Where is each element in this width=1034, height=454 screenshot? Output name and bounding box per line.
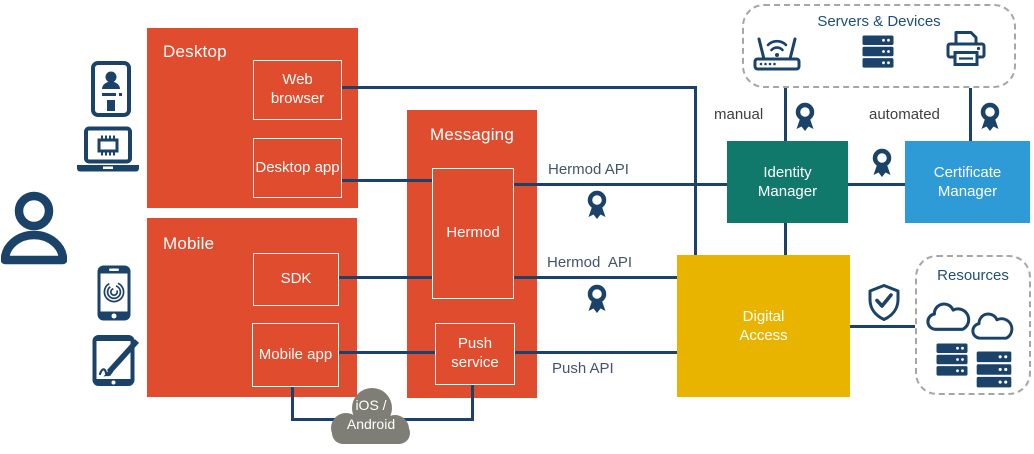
connector-desktopapp-hermod [340, 179, 433, 182]
identity-manager-box: Identity Manager [727, 141, 848, 223]
certificate-manager-box: Certificate Manager [905, 141, 1030, 223]
connector-pushservice-down [471, 383, 474, 421]
id-card-icon [91, 61, 131, 117]
connector-pushservice-digitalaccess [513, 351, 677, 354]
shield-check-icon [866, 283, 902, 323]
connector-mobileapp-pushservice [337, 351, 436, 354]
web-browser-box: Web browser [253, 60, 342, 120]
desktop-group-title: Desktop [163, 42, 227, 61]
connector-mobileapp-down [291, 385, 294, 421]
connector-hermod-digitalaccess [512, 276, 677, 279]
certificate-badge-icon [586, 190, 608, 220]
connector-hermod-identitymanager [512, 183, 727, 186]
push-service-box: Push service [435, 323, 515, 385]
hermod-api-top-label: Hermod API [548, 161, 629, 178]
mobile-app-label: Mobile app [258, 345, 333, 363]
servers-devices-title: Servers & Devices [817, 13, 941, 30]
push-api-label: Push API [552, 360, 614, 377]
os-cloud-label: iOS / Android [346, 397, 396, 432]
printer-icon [945, 29, 987, 73]
web-browser-label: Web browser [270, 71, 325, 107]
os-cloud [328, 386, 414, 448]
connector-sdk-hermod [337, 276, 433, 279]
automated-label: automated [869, 106, 940, 123]
servers-devices-zone: Servers & Devices [742, 4, 1016, 88]
resources-title: Resources [937, 267, 1009, 284]
server-rack-icon [976, 351, 1012, 389]
laptop-icon [75, 126, 141, 174]
desktop-app-label: Desktop app [255, 158, 340, 176]
server-rack-icon [936, 343, 968, 377]
manual-label: manual [714, 106, 764, 123]
certificate-badge-icon [586, 284, 608, 314]
server-rack-icon [862, 35, 894, 69]
connector-webbrowser-right [340, 86, 697, 89]
cloud-icon [971, 309, 1016, 342]
connector-identitymanager-serversdevices [784, 88, 787, 141]
digital-access-box: Digital Access [677, 255, 850, 397]
hermod-api-mid-label: Hermod API [547, 254, 633, 271]
messaging-group-title: Messaging [429, 125, 514, 144]
user-icon [1, 189, 67, 265]
certificate-badge-icon [979, 102, 1001, 132]
desktop-app-box: Desktop app [253, 138, 342, 198]
push-service-label: Push service [451, 335, 499, 371]
certificate-manager-label: Certificate Manager [933, 163, 1002, 201]
hermod-box: Hermod [432, 168, 514, 299]
tablet-signature-icon [92, 329, 144, 387]
connector-certificatemanager-serversdevices [969, 88, 972, 141]
connector-digitalaccess-resources [850, 325, 915, 328]
connector-identitymanager-digitalaccess [784, 223, 787, 255]
certificate-badge-icon [871, 148, 893, 178]
sdk-box: SDK [253, 253, 339, 306]
phone-fingerprint-icon [97, 265, 131, 321]
sdk-label: SDK [280, 270, 312, 288]
certificate-badge-icon [794, 102, 816, 132]
digital-access-label: Digital Access [739, 307, 788, 345]
mobile-app-box: Mobile app [252, 323, 339, 387]
cloud-icon [926, 298, 973, 334]
hermod-label: Hermod [446, 224, 500, 242]
wifi-router-icon [753, 30, 801, 72]
mobile-group-title: Mobile [163, 234, 215, 253]
connector-webbrowser-down [694, 86, 697, 256]
connector-identity-certificate [848, 183, 905, 186]
identity-manager-label: Identity Manager [757, 163, 818, 201]
